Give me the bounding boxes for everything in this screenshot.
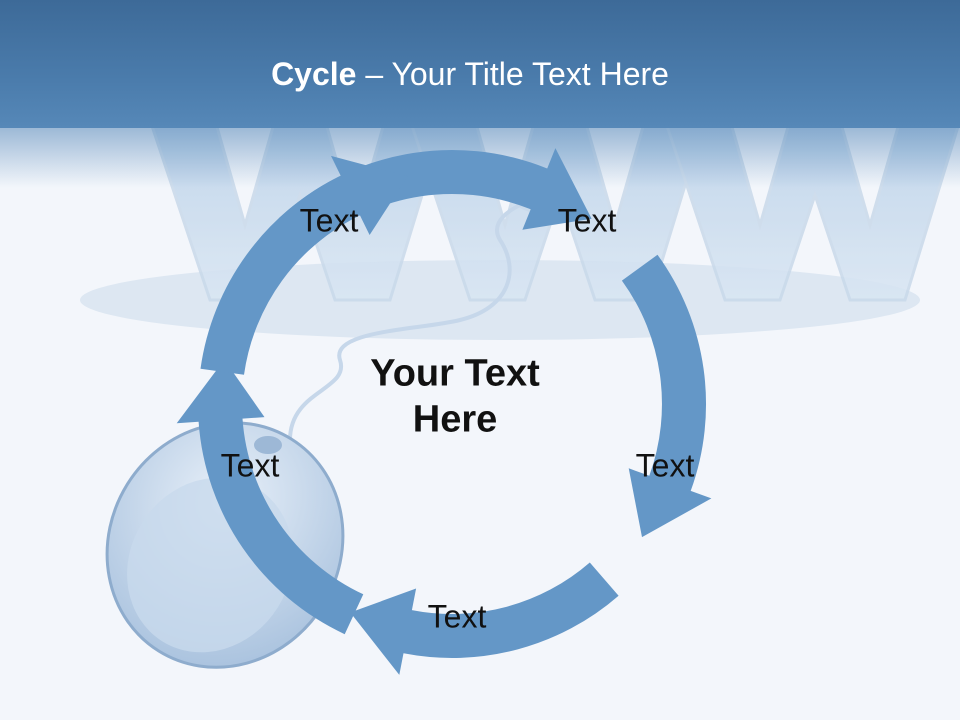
title-rest: – Your Title Text Here	[356, 56, 669, 92]
center-text: Your Text Here	[370, 352, 540, 441]
cycle-node-label-1: Text	[299, 202, 359, 239]
cycle-arrow-5	[200, 155, 408, 375]
slide-title: Cycle – Your Title Text Here	[0, 56, 940, 93]
cycle-arrow-4	[176, 359, 364, 635]
cycle-node-label-3: Text	[635, 447, 695, 484]
cycle-node-label-5: Text	[220, 447, 280, 484]
mouse-cable	[288, 193, 546, 441]
cycle-node-label-4: Text	[427, 598, 487, 635]
header-bar	[0, 0, 960, 128]
computer-mouse-graphic	[105, 421, 345, 669]
cycle-arrow-3	[350, 562, 619, 675]
title-bold: Cycle	[271, 56, 357, 92]
cycle-arrow-2	[621, 254, 712, 538]
cycle-node-label-2: Text	[557, 202, 617, 239]
